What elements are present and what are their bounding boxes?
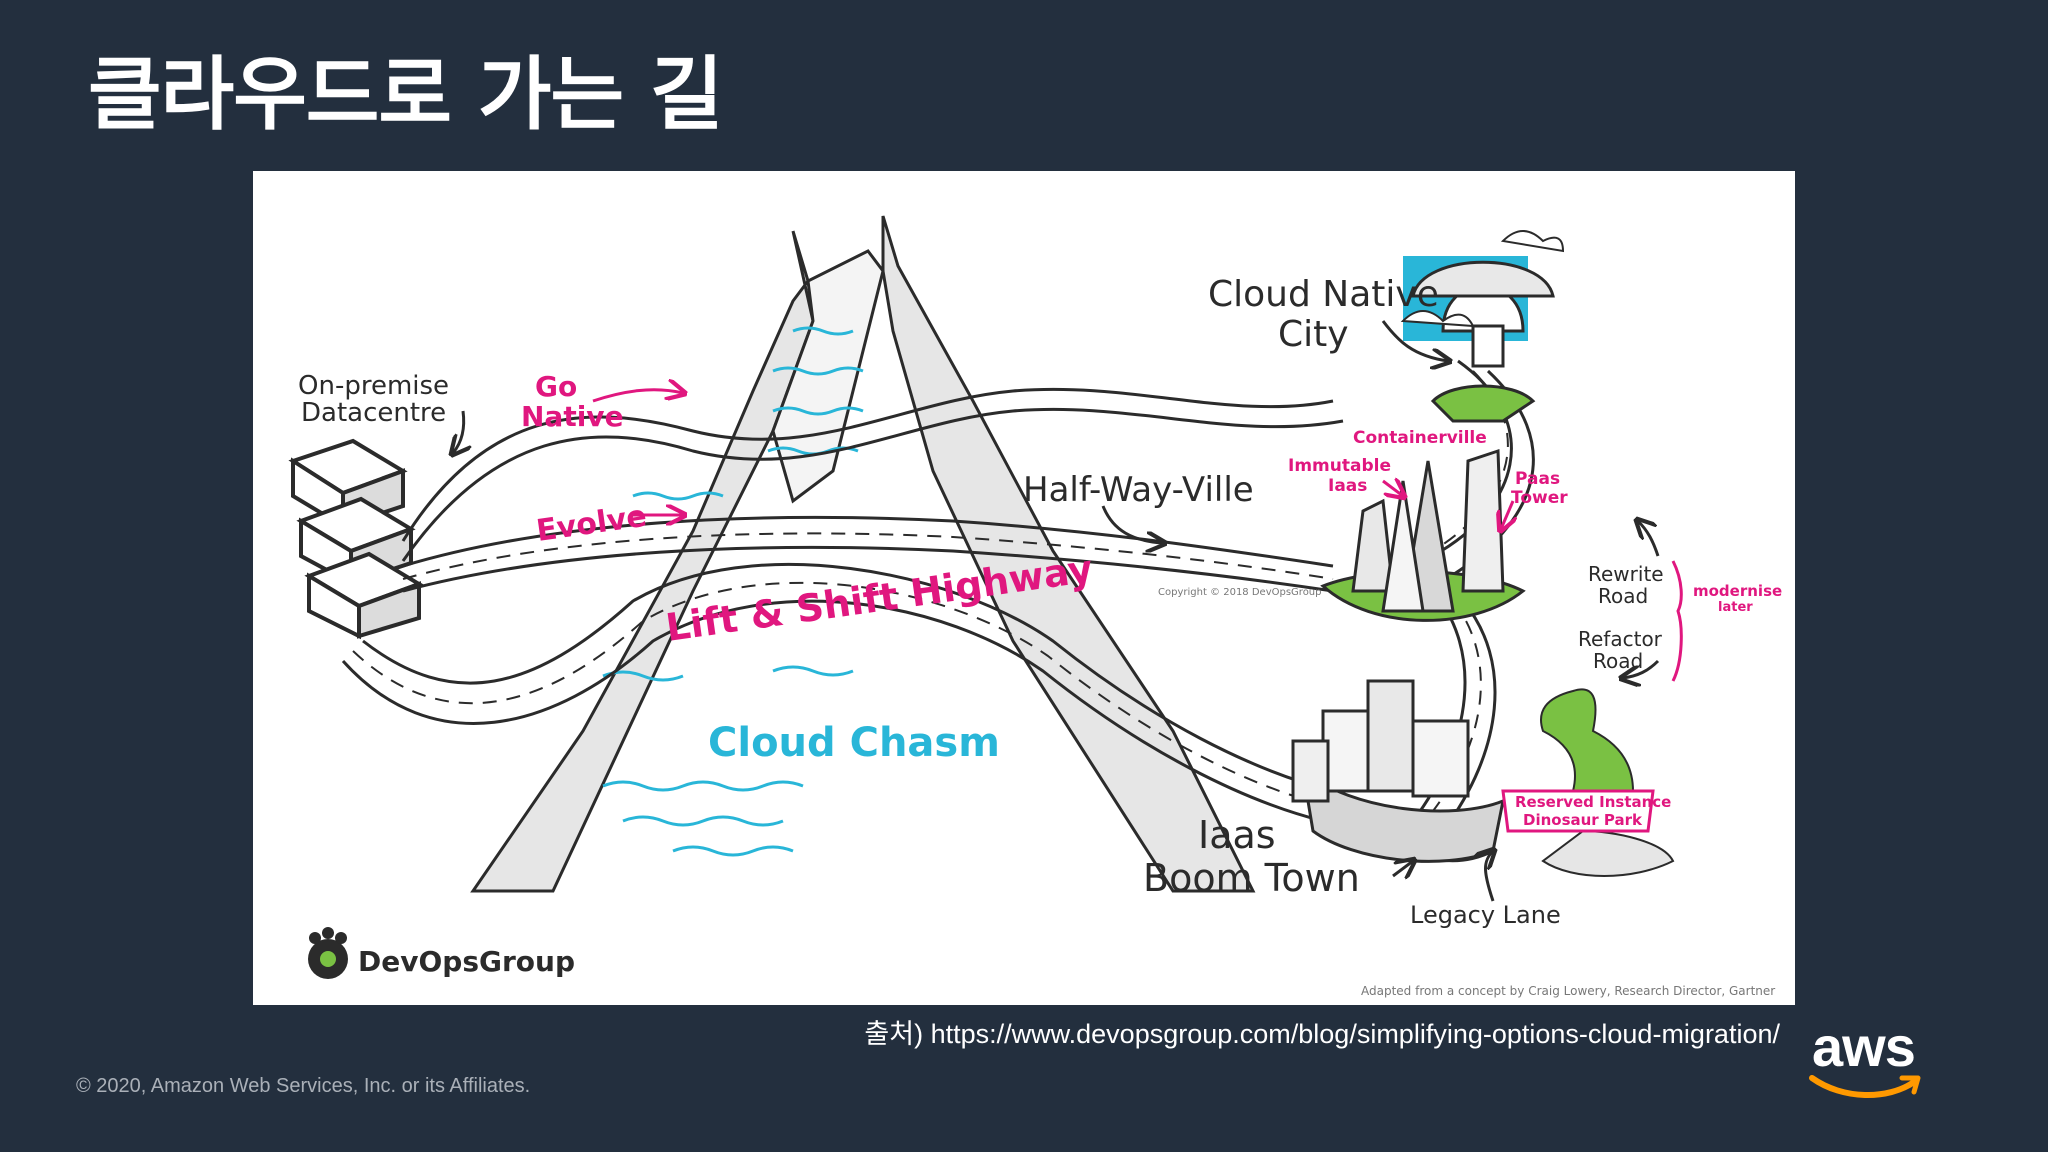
label-half-way-ville: Half-Way-Ville xyxy=(1023,470,1254,510)
label-immutable-line1: Immutable xyxy=(1288,456,1391,476)
devopsgroup-logo: DevOpsGroup xyxy=(308,927,575,979)
arrows xyxy=(453,320,1683,902)
aws-wordmark: aws xyxy=(1812,1015,1916,1078)
diagram-labels: On-premise Datacentre Go Native Evolve L… xyxy=(298,274,1782,998)
label-modernise-line2: later xyxy=(1718,600,1753,615)
label-immutable-line2: Iaas xyxy=(1328,476,1367,496)
label-on-premise-line1: On-premise xyxy=(298,371,449,401)
cloud-journey-diagram: On-premise Datacentre Go Native Evolve L… xyxy=(253,171,1795,1005)
source-citation: 출처) https://www.devopsgroup.com/blog/sim… xyxy=(864,1019,1780,1049)
cloud-native-city-icon xyxy=(1400,230,1565,423)
dinosaur-park-icon xyxy=(1501,688,1675,877)
devopsgroup-wordmark: DevOpsGroup xyxy=(358,945,575,978)
label-dino-line1: Reserved Instance xyxy=(1515,793,1671,811)
label-rewrite-line2: Road xyxy=(1598,584,1648,608)
aws-logo: aws xyxy=(1808,1015,1924,1102)
slide-copyright: © 2020, Amazon Web Services, Inc. or its… xyxy=(76,1075,531,1097)
aws-smile-icon xyxy=(1809,1075,1921,1099)
label-iaas-line2: Boom Town xyxy=(1143,856,1360,900)
label-paas-line1: Paas xyxy=(1515,469,1560,489)
label-refactor-line2: Road xyxy=(1593,649,1643,673)
label-on-premise-line2: Datacentre xyxy=(301,398,446,428)
datacentre-servers-icon xyxy=(288,438,424,640)
label-containerville: Containerville xyxy=(1353,428,1487,448)
label-go: Go xyxy=(535,370,577,403)
label-adapted-credit: Adapted from a concept by Craig Lowery, … xyxy=(1361,984,1775,998)
chasm-cliffs xyxy=(470,215,1256,893)
label-cloud-chasm: Cloud Chasm xyxy=(708,720,1000,766)
iaas-boom-town-icon xyxy=(1291,679,1506,863)
label-modernise-line1: modernise xyxy=(1693,582,1782,600)
label-rewrite-line1: Rewrite xyxy=(1588,562,1664,586)
roads xyxy=(341,387,1344,823)
label-paas-line2: Tower xyxy=(1511,488,1568,508)
label-cloud-native-line1: Cloud Native xyxy=(1208,274,1439,315)
label-refactor-line1: Refactor xyxy=(1578,627,1663,651)
slide-title: 클라우드로 가는 길 xyxy=(88,48,724,141)
label-iaas-line1: Iaas xyxy=(1198,813,1276,857)
label-cloud-native-line2: City xyxy=(1278,314,1349,355)
label-dino-line2: Dinosaur Park xyxy=(1523,811,1643,829)
label-legacy-lane: Legacy Lane xyxy=(1410,901,1561,929)
label-evolve: Evolve xyxy=(534,499,649,549)
water-waves xyxy=(602,326,864,857)
diagram-canvas: On-premise Datacentre Go Native Evolve L… xyxy=(288,215,1782,998)
half-way-ville-towers-icon xyxy=(1320,448,1526,622)
label-inner-copyright: Copyright © 2018 DevOpsGroup xyxy=(1158,587,1322,598)
label-native: Native xyxy=(521,400,624,433)
